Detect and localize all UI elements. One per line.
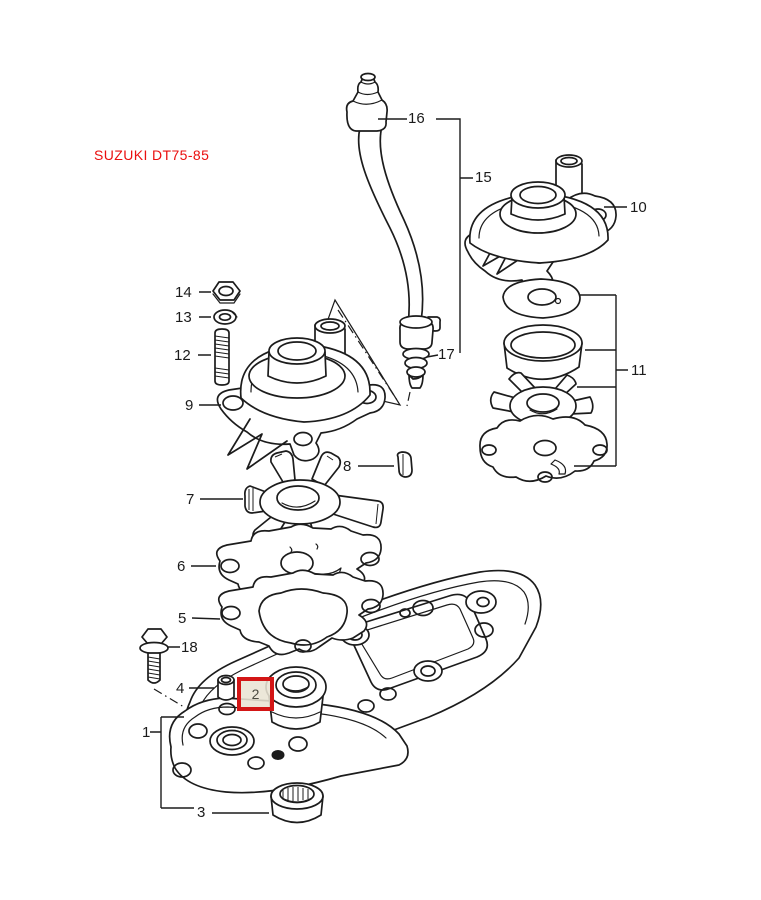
part-label-5[interactable]: 5	[178, 610, 187, 627]
diagram-title: SUZUKI DT75-85	[94, 147, 210, 163]
part-label-14[interactable]: 14	[175, 284, 192, 301]
part-label-15[interactable]: 15	[475, 169, 492, 186]
part-label-16[interactable]: 16	[408, 110, 425, 127]
part-label-18[interactable]: 18	[181, 639, 198, 656]
part-label-4[interactable]: 4	[176, 680, 185, 697]
pump-gasket-drawing	[217, 569, 384, 656]
part-label-3[interactable]: 3	[197, 804, 206, 821]
part-label-12[interactable]: 12	[174, 347, 191, 364]
oil-seal-housing-drawing	[265, 666, 327, 730]
lower-housing-plate-drawing	[168, 697, 409, 794]
part-label-8[interactable]: 8	[343, 458, 352, 475]
pump-case-upper-drawing	[464, 154, 617, 298]
lock-washer-drawing	[213, 309, 238, 325]
part-label-11[interactable]: 11	[631, 362, 647, 379]
part-label-13[interactable]: 13	[175, 309, 192, 326]
needle-bearing-drawing	[270, 782, 324, 824]
part-label-2: 2	[251, 686, 260, 702]
nut-drawing	[212, 281, 241, 304]
stud-bolt-drawing	[214, 328, 230, 386]
part-label-9[interactable]: 9	[185, 397, 194, 414]
selected-part-box[interactable]: 2	[237, 677, 274, 711]
impeller-key-drawing	[396, 451, 413, 478]
part-label-6[interactable]: 6	[177, 558, 186, 575]
pump-seal-washer-drawing	[502, 278, 581, 319]
part-label-17[interactable]: 17	[438, 346, 455, 363]
pump-case-lower-drawing	[216, 318, 386, 470]
part-label-7[interactable]: 7	[186, 491, 195, 508]
part-label-1[interactable]: 1	[142, 724, 151, 741]
pump-cup-drawing	[503, 324, 583, 381]
pump-plate-small-drawing	[479, 414, 608, 483]
water-hose-drawing	[345, 72, 442, 407]
callout-leader-lines	[150, 118, 628, 814]
flange-bolt-drawing	[139, 628, 185, 708]
dowel-bushing-drawing	[217, 674, 235, 701]
part-label-10[interactable]: 10	[630, 199, 647, 216]
